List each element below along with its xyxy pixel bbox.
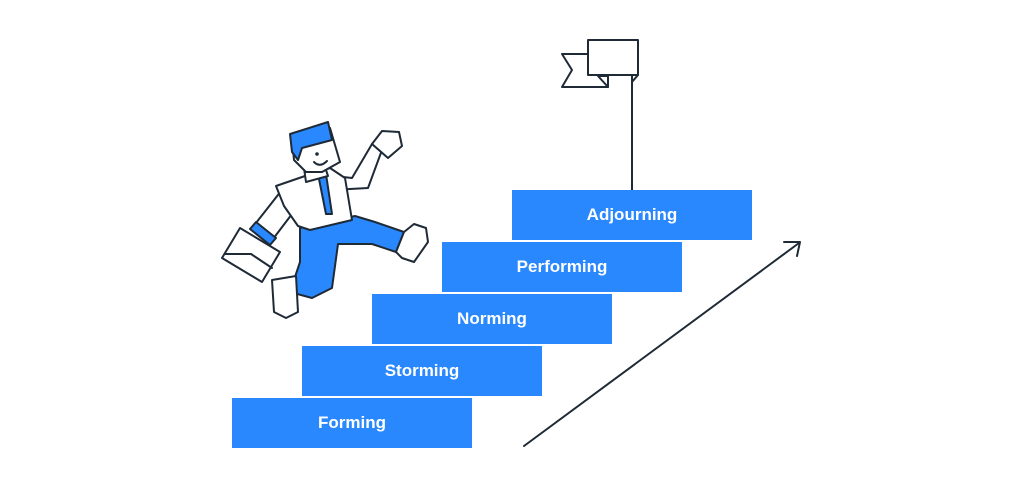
- step-norming: Norming: [372, 294, 612, 344]
- step-label-forming: Forming: [318, 413, 386, 432]
- step-forming: Forming: [232, 398, 472, 448]
- step-label-performing: Performing: [516, 257, 608, 276]
- step-performing: Performing: [442, 242, 682, 292]
- step-storming: Storming: [302, 346, 542, 396]
- step-label-adjourning: Adjourning: [586, 205, 678, 224]
- climbing-person-icon: [221, 121, 429, 319]
- briefcase-icon: [221, 227, 281, 283]
- step-label-norming: Norming: [457, 309, 527, 328]
- flag-icon: [561, 39, 639, 191]
- step-label-storming: Storming: [384, 361, 460, 380]
- step-adjourning: Adjourning: [512, 190, 752, 240]
